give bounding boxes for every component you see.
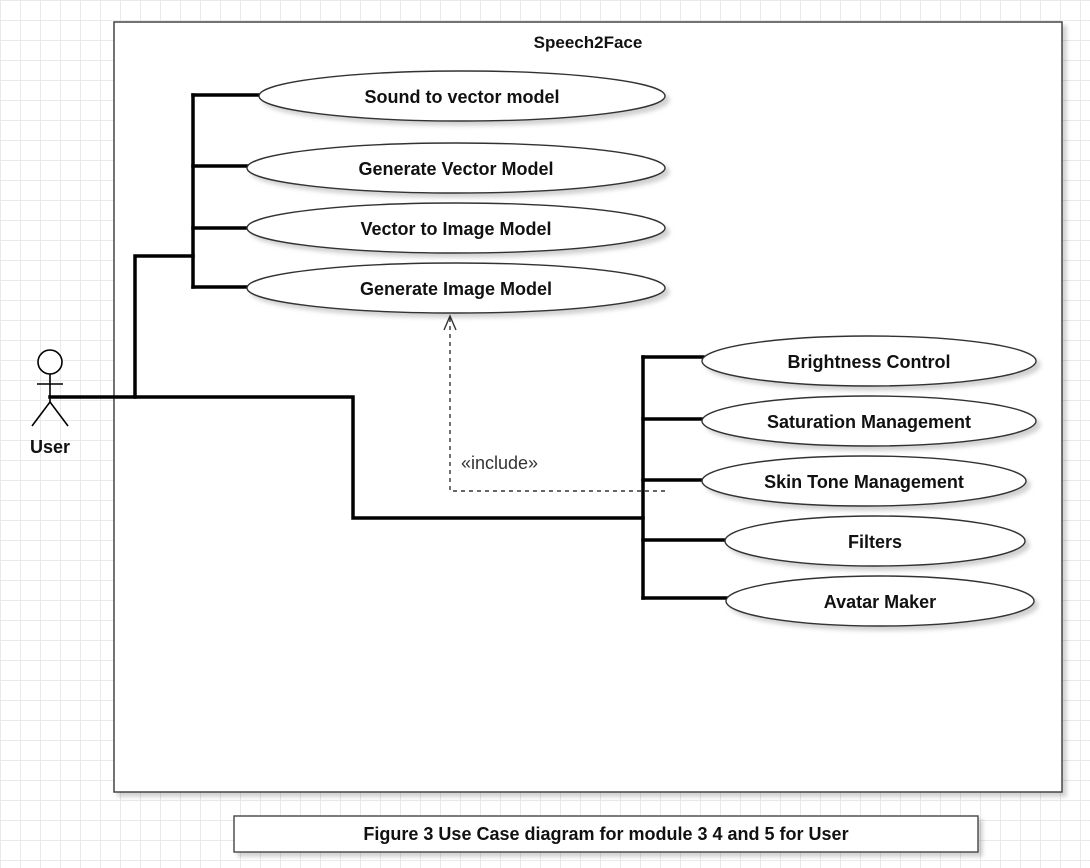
caption-box — [233, 815, 979, 853]
association-lines — [48, 93, 729, 600]
actor-user — [31, 349, 69, 427]
svg-text:Skin Tone Management: Skin Tone Management — [764, 472, 964, 492]
figure-caption: Figure 3 Use Case diagram for module 3 4… — [363, 824, 848, 844]
svg-text:Brightness Control: Brightness Control — [787, 352, 950, 372]
assoc-actor-lower — [133, 395, 645, 520]
use-case-saturation-management: Saturation Management — [701, 395, 1037, 447]
svg-text:Vector to Image Model: Vector to Image Model — [360, 219, 551, 239]
svg-text:Generate Vector Model: Generate Vector Model — [358, 159, 553, 179]
use-case-vector-to-image: Vector to Image Model — [246, 202, 666, 254]
use-case-sound-to-vector: Sound to vector model — [258, 70, 666, 122]
include-label: «include» — [461, 453, 538, 473]
actor-left-leg — [31, 401, 51, 427]
system-title: Speech2Face — [534, 33, 643, 52]
include-dependency-line — [449, 318, 665, 492]
use-case-generate-vector-model: Generate Vector Model — [246, 142, 666, 194]
use-case-generate-image-model: Generate Image Model — [246, 262, 666, 314]
actor-head — [37, 349, 63, 375]
include-arrowhead — [443, 314, 457, 331]
assoc-actor-trunk — [48, 254, 195, 399]
use-case-brightness-control: Brightness Control — [701, 335, 1037, 387]
svg-text:Sound to vector model: Sound to vector model — [364, 87, 559, 107]
use-case-skin-tone-management: Skin Tone Management — [701, 455, 1027, 507]
svg-text:Filters: Filters — [848, 532, 902, 552]
svg-text:Generate Image Model: Generate Image Model — [360, 279, 552, 299]
actor-label: User — [30, 437, 70, 457]
svg-text:Avatar Maker: Avatar Maker — [824, 592, 936, 612]
use-case-avatar-maker: Avatar Maker — [725, 575, 1035, 627]
svg-text:Saturation Management: Saturation Management — [767, 412, 971, 432]
use-case-filters: Filters — [724, 515, 1026, 567]
actor-right-leg — [49, 401, 69, 427]
